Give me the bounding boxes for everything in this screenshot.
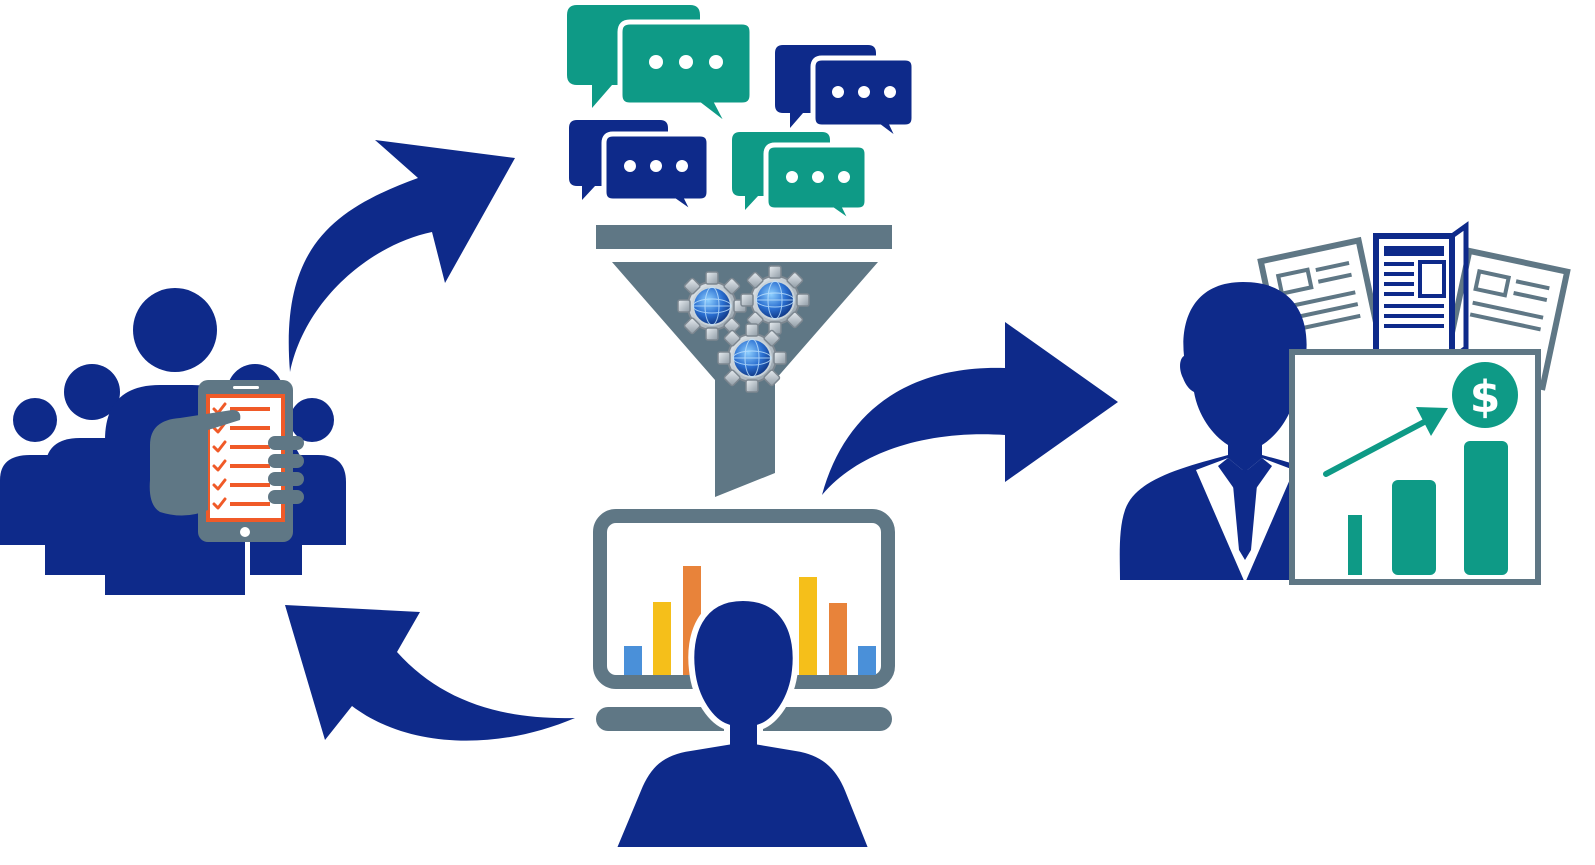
checklist-phone-icon: [149, 380, 304, 542]
analyst-monitor-icon: [593, 509, 895, 853]
businessman-report-icon: $: [1119, 221, 1571, 585]
funnel-gears-icon: [596, 225, 892, 497]
survey-group-icon: [0, 288, 346, 595]
curved-arrow-icon: [822, 322, 1118, 495]
growth-chart-icon: $: [1289, 349, 1541, 585]
dollar-symbol: $: [1470, 372, 1501, 423]
speech-bubbles-icon: [567, 5, 917, 227]
curved-arrow-icon: [285, 605, 575, 741]
curved-arrow-icon: [288, 140, 515, 372]
